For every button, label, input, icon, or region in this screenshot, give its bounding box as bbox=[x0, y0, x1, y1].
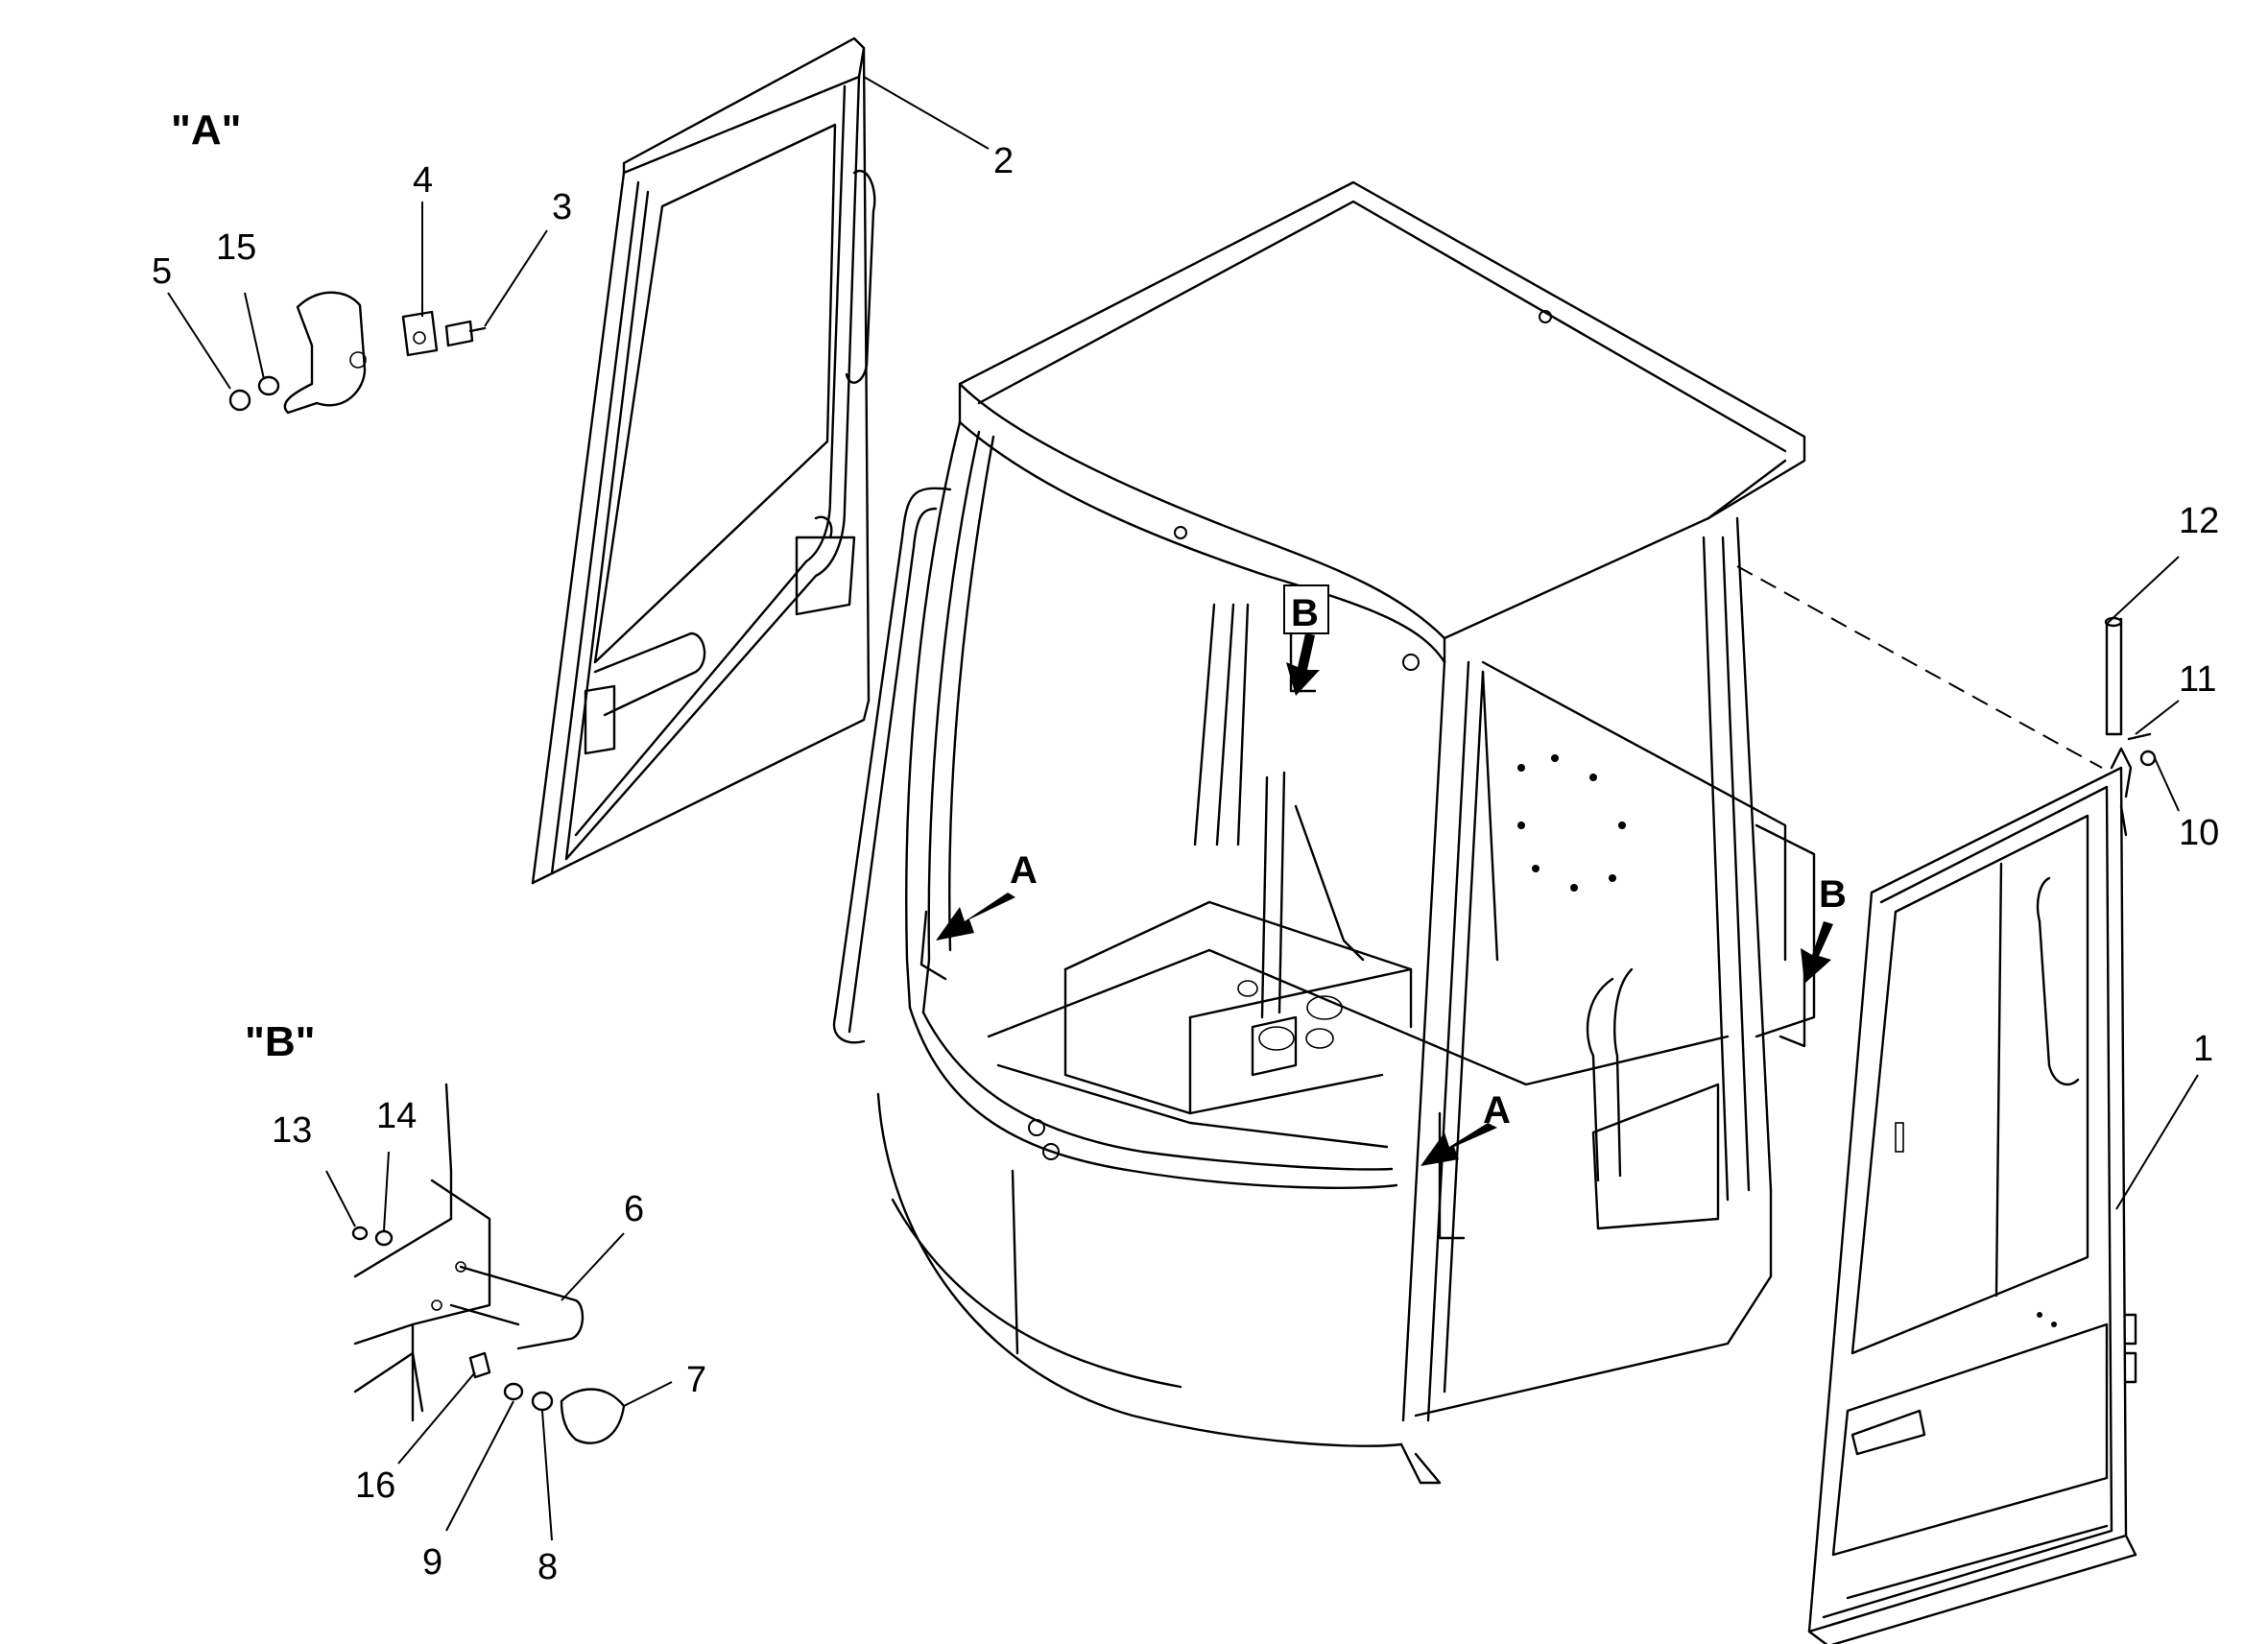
callout-14: 14 bbox=[376, 1096, 417, 1136]
callout-15: 15 bbox=[216, 227, 256, 268]
labels: "A" "B" 2 3 4 5 15 12 11 10 1 13 14 6 7 … bbox=[152, 107, 2219, 1587]
cab-assembly bbox=[832, 180, 1816, 1485]
marker-a-front: A bbox=[1483, 1089, 1511, 1132]
left-door bbox=[531, 36, 876, 885]
hinge-axis-line bbox=[1736, 565, 2103, 769]
callout-9: 9 bbox=[422, 1542, 442, 1583]
marker-b-top-box bbox=[1283, 584, 1329, 634]
leader-lines bbox=[167, 76, 2199, 1541]
callout-2: 2 bbox=[993, 141, 1014, 181]
callout-13: 13 bbox=[272, 1110, 312, 1151]
view-arrows bbox=[936, 633, 1833, 1166]
detail-b-title: "B" bbox=[245, 1018, 316, 1065]
marker-b-top: B bbox=[1291, 592, 1319, 634]
hinge-pin-parts bbox=[2104, 616, 2157, 767]
detail-a-parts bbox=[228, 291, 487, 415]
right-door bbox=[1807, 747, 2137, 1644]
callout-3: 3 bbox=[552, 187, 572, 227]
detail-a-title: "A" bbox=[171, 107, 242, 154]
callout-10: 10 bbox=[2179, 813, 2219, 853]
callout-7: 7 bbox=[686, 1360, 706, 1400]
callout-8: 8 bbox=[537, 1547, 558, 1587]
callout-12: 12 bbox=[2179, 501, 2219, 541]
detail-b-parts bbox=[351, 1083, 626, 1444]
callout-5: 5 bbox=[152, 251, 172, 292]
callout-11: 11 bbox=[2179, 659, 2216, 700]
callout-4: 4 bbox=[413, 160, 433, 201]
marker-b-right: B bbox=[1819, 873, 1847, 916]
marker-a-left: A bbox=[1010, 849, 1038, 892]
callout-1: 1 bbox=[2193, 1029, 2213, 1069]
callout-6: 6 bbox=[624, 1189, 644, 1229]
callout-16: 16 bbox=[355, 1465, 395, 1506]
